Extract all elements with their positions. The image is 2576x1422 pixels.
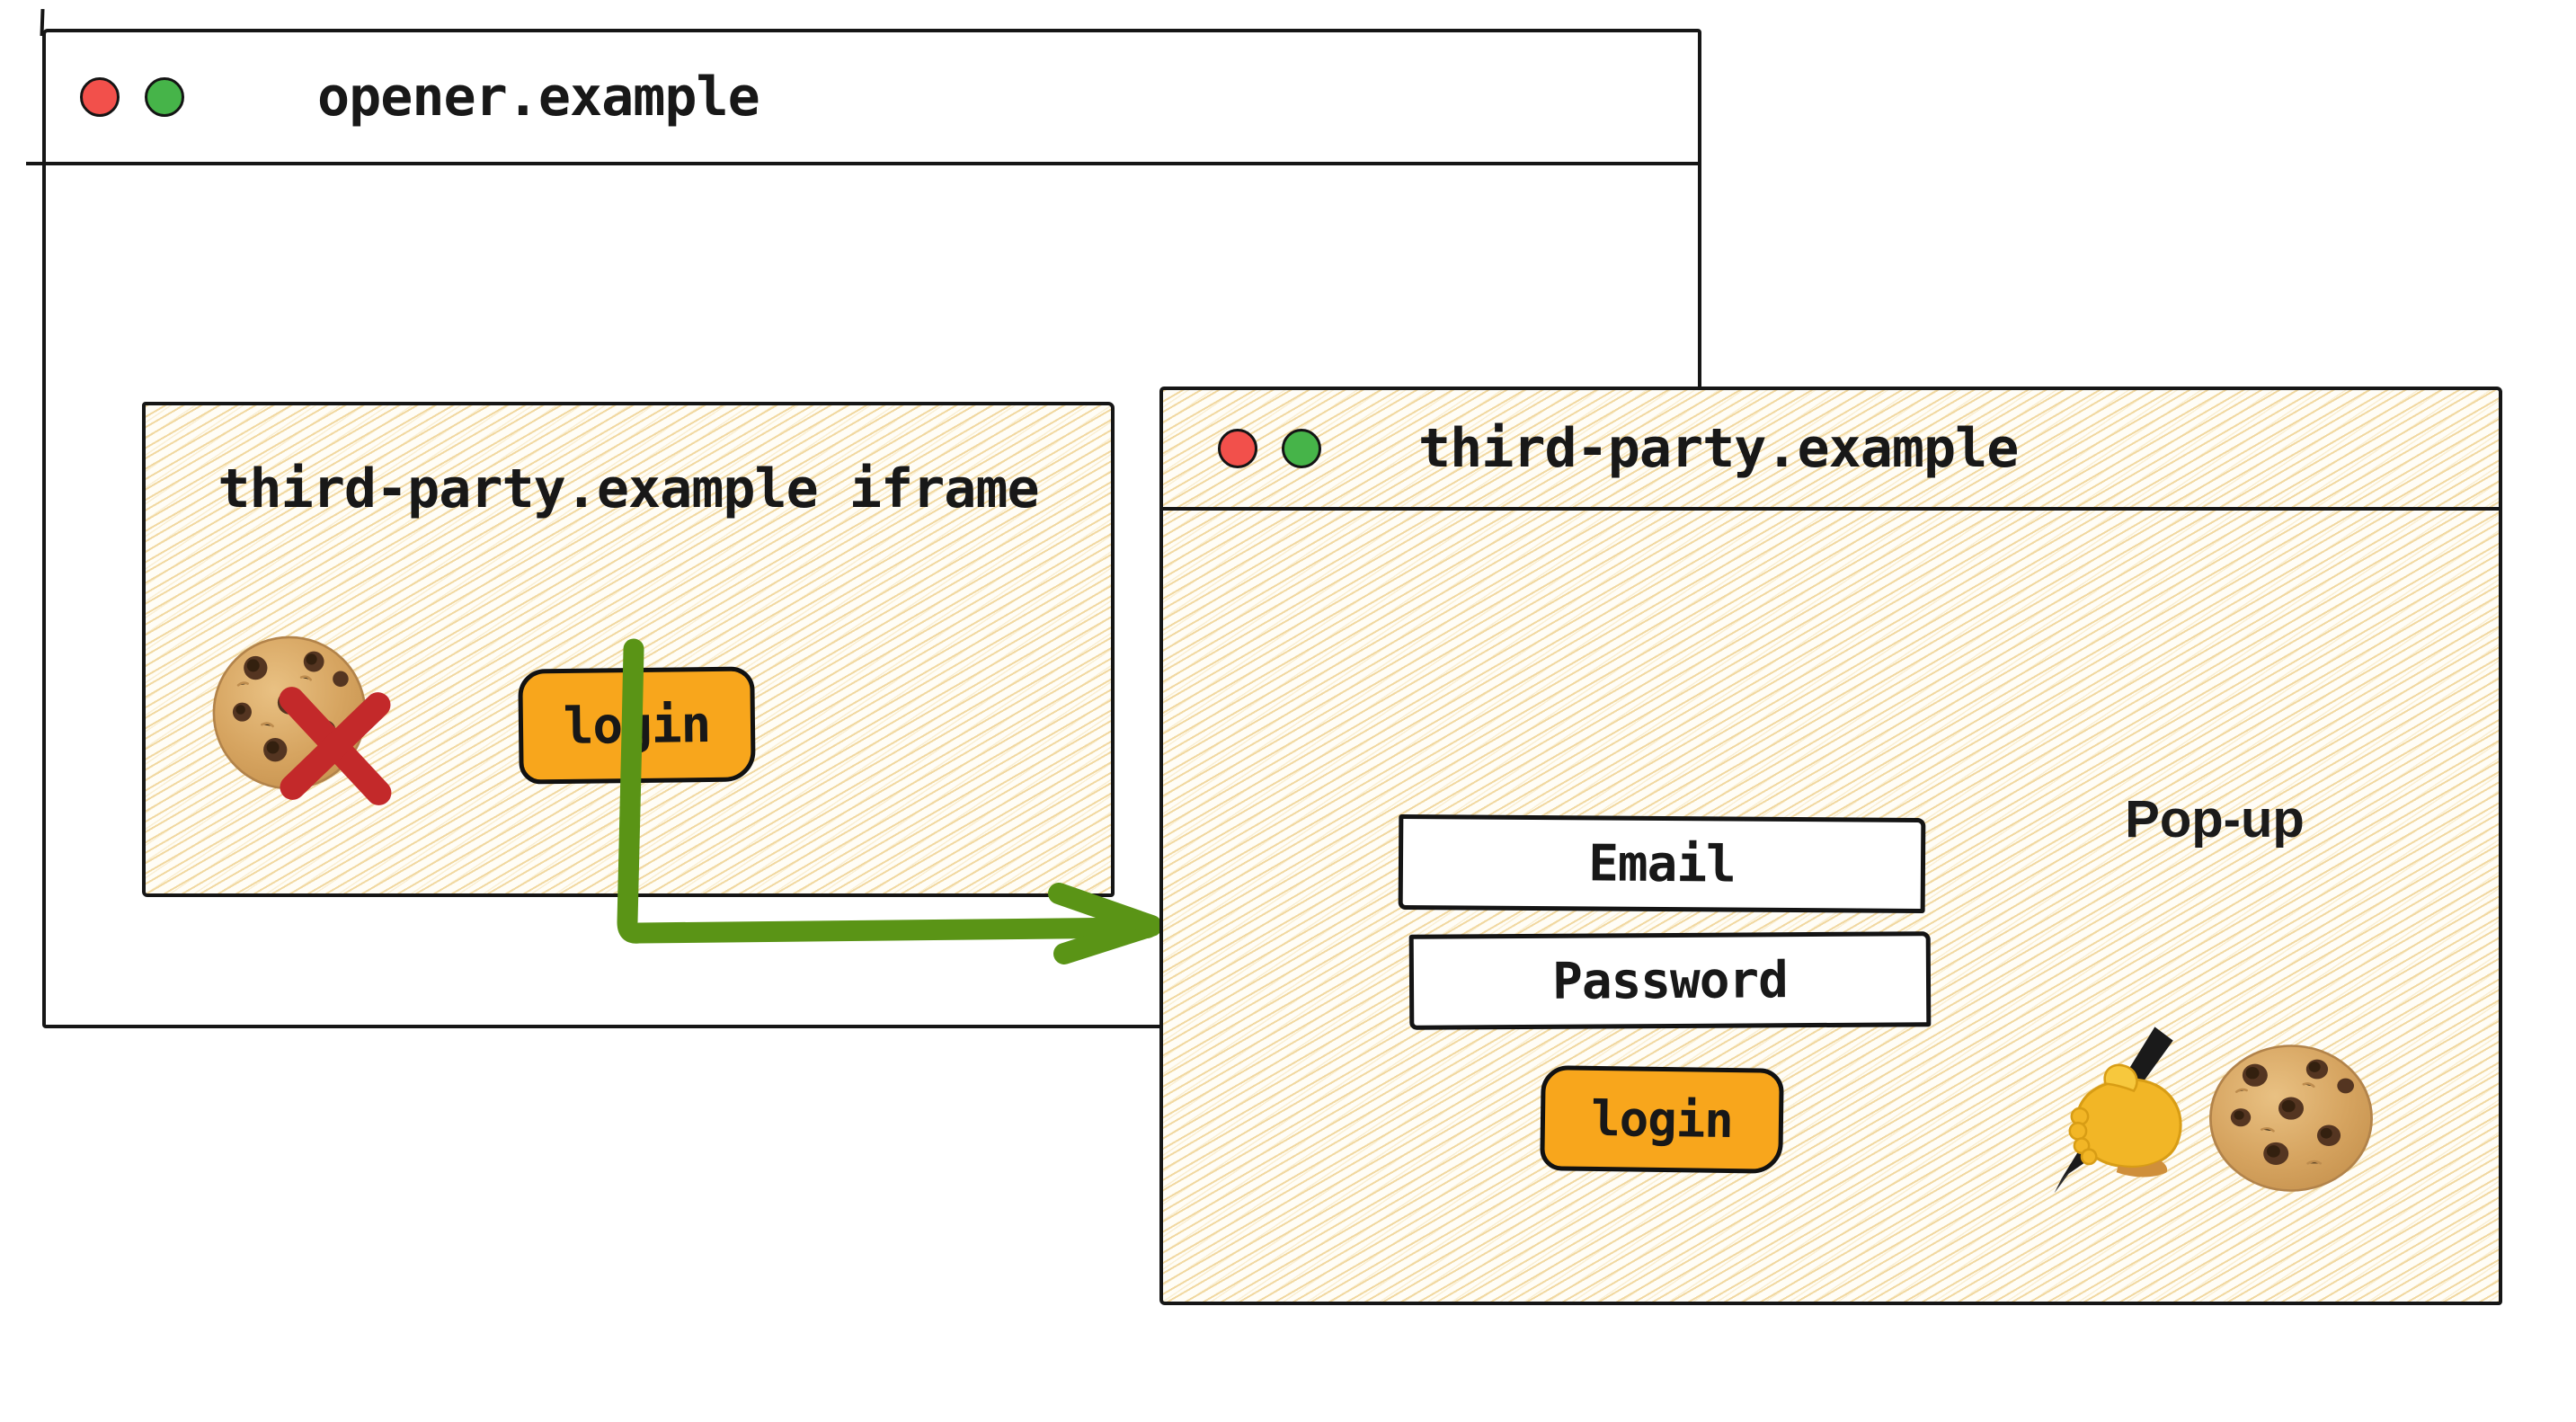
close-button[interactable] (1218, 429, 1257, 468)
blocked-cookie-icon (212, 635, 392, 805)
opener-window-title: opener.example (317, 66, 760, 129)
opener-titlebar: opener.example (46, 32, 1698, 165)
cookie-icon (2208, 1044, 2374, 1192)
popup-window-title: third-party.example (1418, 417, 2019, 480)
popup-type-label: Pop-up (2125, 790, 2305, 849)
zoom-button[interactable] (145, 77, 184, 117)
iframe-title: third-party.example iframe (218, 458, 1039, 520)
popup-body: Email Password login Pop-up (1163, 511, 2499, 1422)
writing-hand-icon (2054, 1027, 2182, 1194)
email-field[interactable]: Email (1398, 813, 1926, 914)
close-button[interactable] (80, 77, 120, 117)
red-cross-icon (279, 687, 392, 805)
iframe-login-button[interactable]: login (518, 666, 756, 785)
popup-titlebar: third-party.example (1163, 390, 2499, 511)
popup-login-button[interactable]: login (1540, 1065, 1784, 1174)
zoom-button[interactable] (1282, 429, 1321, 468)
popup-window: third-party.example Email Password login… (1159, 387, 2502, 1305)
third-party-iframe: third-party.example iframe login (142, 402, 1115, 897)
password-field[interactable]: Password (1408, 931, 1932, 1030)
